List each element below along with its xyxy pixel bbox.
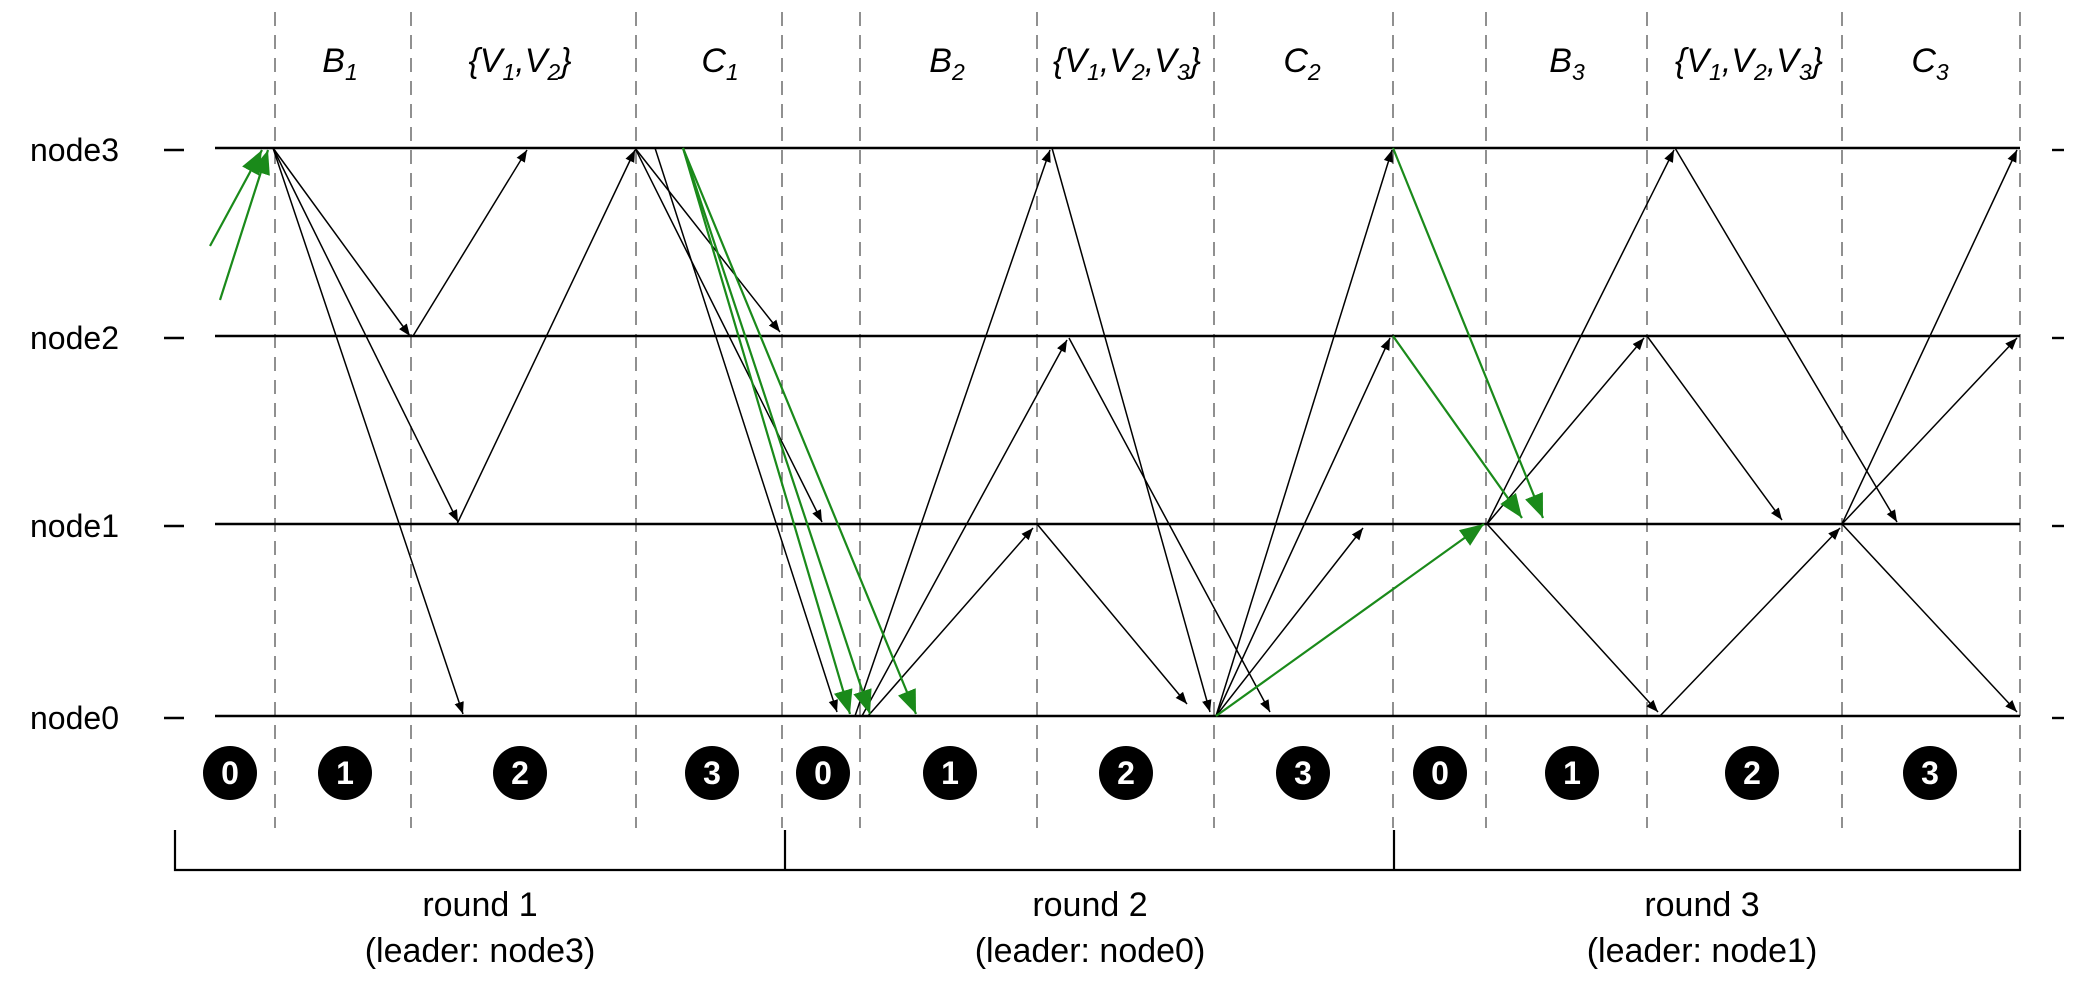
phase-labels: B1 {V1,V2} C1 B2 {V1,V2,V3} C2 B3 {V1,V2…	[322, 42, 1949, 85]
round-title: round 1	[422, 886, 537, 924]
round-title: round 3	[1644, 886, 1759, 924]
step-number: 0	[1431, 755, 1449, 791]
round-labels: round 1 (leader: node3) round 2 (leader:…	[365, 886, 1818, 970]
highlight-arrows	[209, 147, 1545, 717]
phase-label-v123-a: {V1,V2,V3}	[1053, 42, 1201, 85]
round-leader: (leader: node0)	[975, 932, 1206, 970]
message-arrows	[272, 147, 2018, 717]
step-number: 0	[221, 755, 239, 791]
step-number: 2	[1117, 755, 1135, 791]
step-number: 3	[1294, 755, 1312, 791]
step-number: 3	[1921, 755, 1939, 791]
step-number: 2	[511, 755, 529, 791]
step-number: 2	[1743, 755, 1761, 791]
phase-label-c1: C1	[701, 42, 738, 85]
phase-label-v123-b: {V1,V2,V3}	[1675, 42, 1823, 85]
round-leader: (leader: node3)	[365, 932, 596, 970]
step-number: 0	[814, 755, 832, 791]
node-timelines	[215, 146, 2020, 718]
phase-label-b1: B1	[322, 42, 357, 85]
phase-label-c2: C2	[1283, 42, 1321, 85]
phase-label-b3: B3	[1549, 42, 1585, 85]
round-brackets	[173, 830, 2022, 872]
step-number: 1	[336, 755, 354, 791]
step-badges: 0 1 2 3 0 1 2 3 0 1 2 3	[203, 746, 1957, 800]
node-label-2: node2	[30, 320, 119, 356]
step-number: 1	[1563, 755, 1581, 791]
round-leader: (leader: node1)	[1587, 932, 1818, 970]
timeline-ticks	[164, 148, 2064, 720]
round-title: round 2	[1032, 886, 1147, 924]
phase-separators	[274, 12, 2021, 828]
phase-label-b2: B2	[929, 42, 965, 85]
node-label-0: node0	[30, 700, 119, 736]
phase-label-v12: {V1,V2}	[468, 42, 571, 85]
step-number: 1	[941, 755, 959, 791]
step-number: 3	[703, 755, 721, 791]
node-label-1: node1	[30, 508, 119, 544]
node-label-3: node3	[30, 132, 119, 168]
phase-label-c3: C3	[1911, 42, 1949, 85]
